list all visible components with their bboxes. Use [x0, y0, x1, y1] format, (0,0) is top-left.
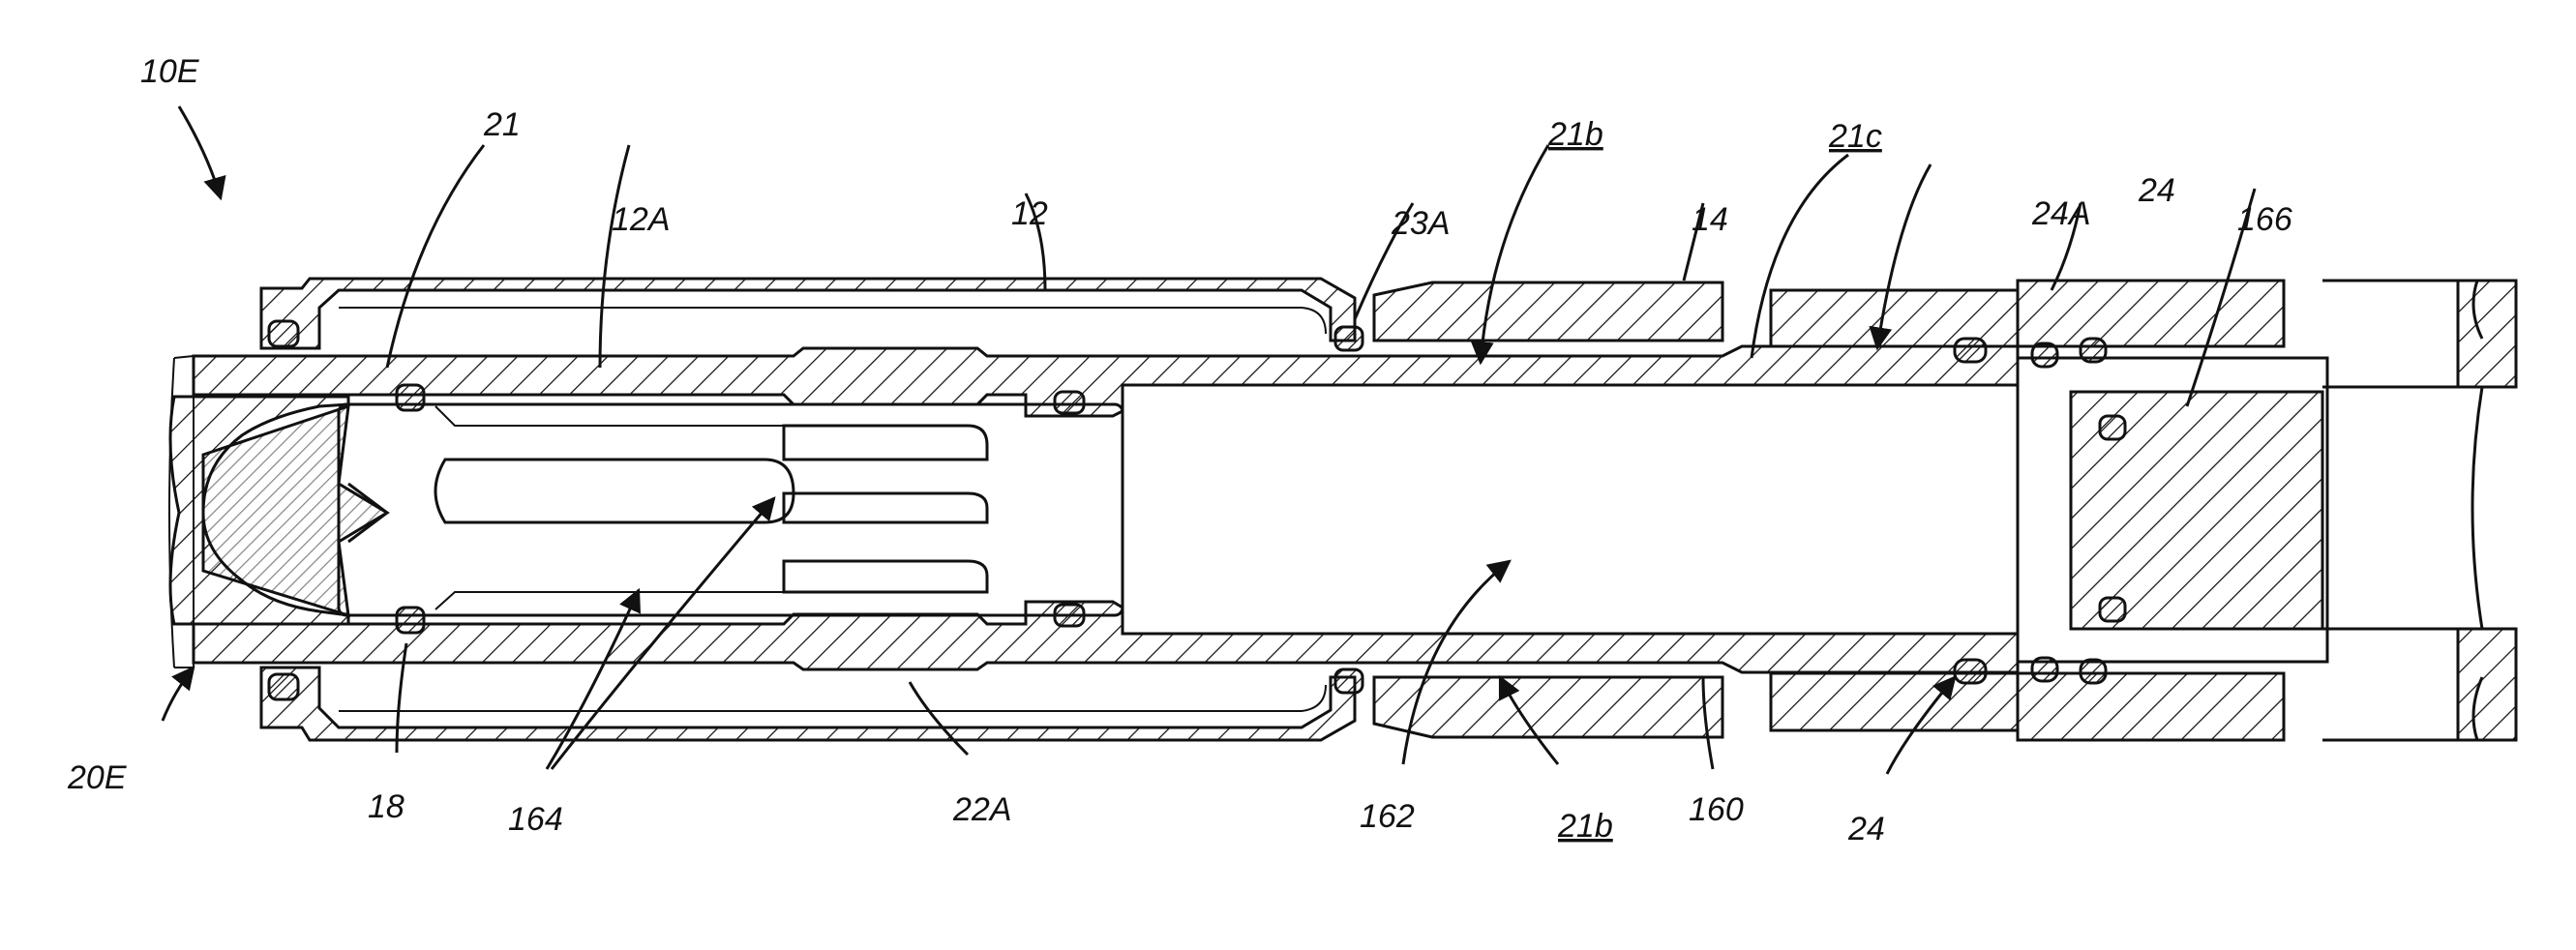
label-12A: 12A — [612, 201, 671, 238]
label-18: 18 — [368, 788, 404, 825]
label-24-bottom: 24 — [1847, 811, 1885, 847]
label-21: 21 — [483, 106, 521, 143]
sleeve-164 — [339, 404, 1123, 615]
label-24A: 24A — [2031, 195, 2091, 232]
label-12: 12 — [1011, 195, 1048, 232]
mandrel-160 — [194, 346, 2018, 672]
label-166: 166 — [2237, 201, 2292, 238]
label-162: 162 — [1360, 798, 1415, 835]
label-21b-bottom: 21b — [1557, 808, 1613, 845]
label-23A: 23A — [1391, 205, 1451, 242]
label-22A: 22A — [952, 791, 1012, 828]
left-plug — [169, 356, 387, 668]
label-164: 164 — [508, 801, 563, 838]
right-plug-166 — [2018, 358, 2327, 662]
end-coupling — [2322, 281, 2516, 740]
label-21b-top: 21b — [1547, 116, 1603, 153]
label-10E: 10E — [140, 53, 199, 90]
label-24-top: 24 — [2138, 172, 2175, 209]
label-21c: 21c — [1828, 118, 1882, 155]
label-20E: 20E — [67, 759, 127, 796]
label-14: 14 — [1692, 201, 1728, 238]
label-160: 160 — [1689, 791, 1744, 828]
